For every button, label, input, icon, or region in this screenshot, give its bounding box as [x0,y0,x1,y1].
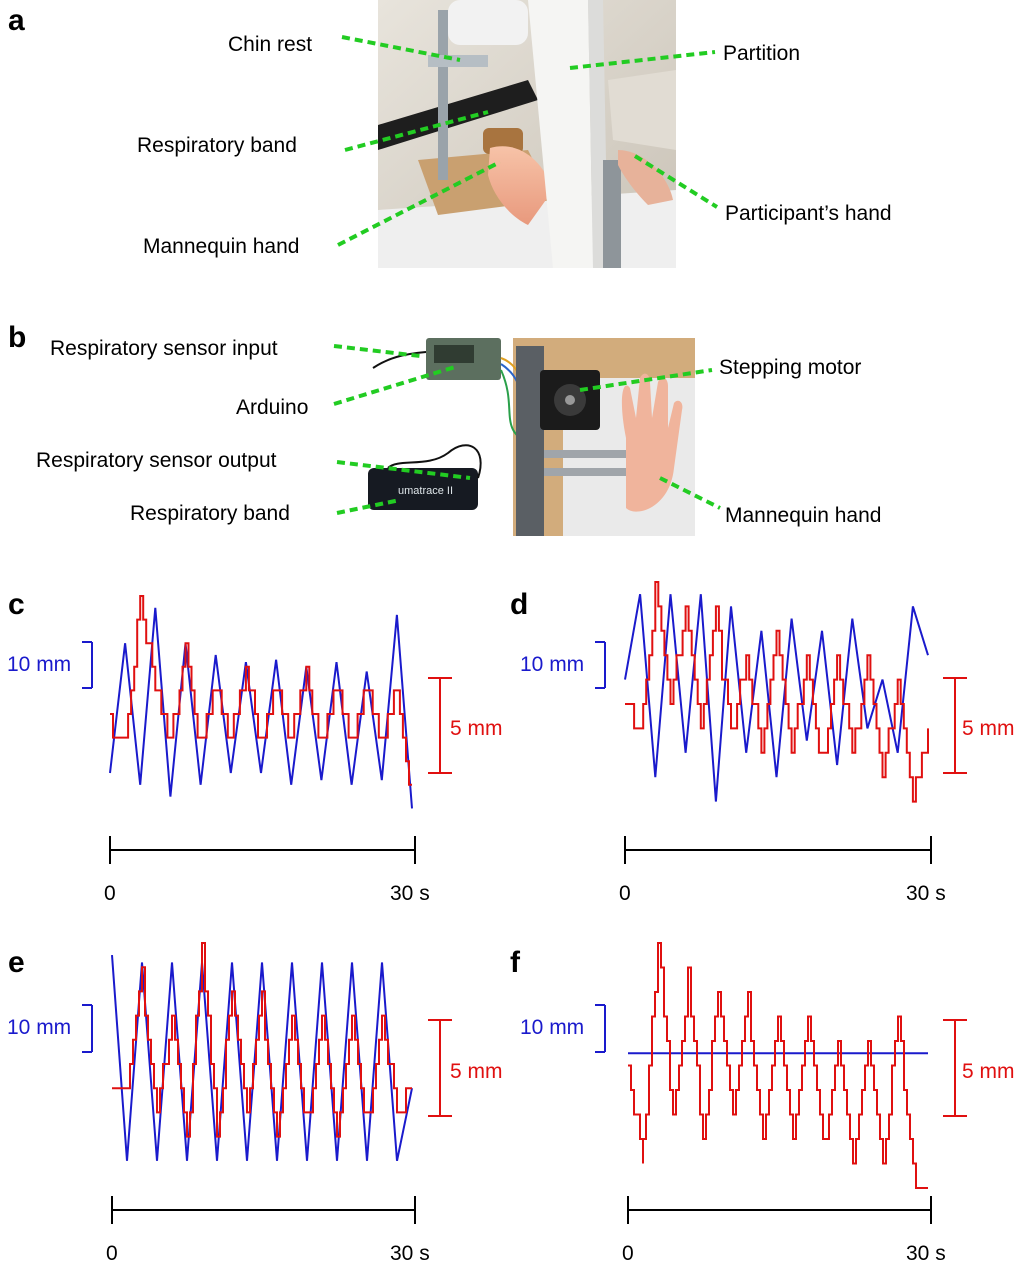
scale-label-blue-c: 10 mm [7,653,71,676]
label-participants-hand: Participant’s hand [725,202,892,225]
panel-letter-b: b [8,321,27,354]
trace-d-hand [625,581,929,803]
panel-letter-e: e [8,946,25,979]
scale-label-blue-e: 10 mm [7,1016,71,1039]
panel-letter-a: a [8,4,25,37]
scale-label-red-d: 5 mm [962,717,1015,740]
panel-letter-d: d [510,588,529,621]
label-respiratory-band-a: Respiratory band [137,134,297,157]
label-mannequin-hand-b: Mannequin hand [725,504,882,527]
label-partition: Partition [723,42,801,65]
trace-e-hand [112,942,412,1138]
label-stepping-motor: Stepping motor [719,356,862,379]
time-label-start-e: 0 [106,1242,118,1265]
label-respiratory-band-b: Respiratory band [130,502,290,525]
label-arduino: Arduino [236,396,309,419]
time-label-end-e: 30 s [390,1242,430,1265]
time-label-end-c: 30 s [390,882,430,905]
trace-d-respiration [624,594,929,802]
label-mannequin-hand-a: Mannequin hand [143,235,300,258]
label-sensor-input: Respiratory sensor input [50,337,278,360]
band-print-text: umatrace II [398,485,453,497]
trace-c-hand [110,595,412,786]
label-chin-rest: Chin rest [228,33,313,56]
scale-label-red-e: 5 mm [450,1060,503,1083]
panel-letter-c: c [8,588,25,621]
time-label-start-d: 0 [619,882,631,905]
scale-label-blue-f: 10 mm [520,1016,584,1039]
trace-c-respiration [109,607,413,809]
time-label-start-f: 0 [622,1242,634,1265]
scale-label-red-c: 5 mm [450,717,503,740]
time-label-start-c: 0 [104,882,116,905]
time-label-end-d: 30 s [906,882,946,905]
trace-f-hand [628,942,928,1189]
label-sensor-output: Respiratory sensor output [36,449,277,472]
scale-label-red-f: 5 mm [962,1060,1015,1083]
scale-label-blue-d: 10 mm [520,653,584,676]
panel-letter-f: f [510,946,520,979]
time-label-end-f: 30 s [906,1242,946,1265]
trace-e-respiration [111,955,413,1162]
